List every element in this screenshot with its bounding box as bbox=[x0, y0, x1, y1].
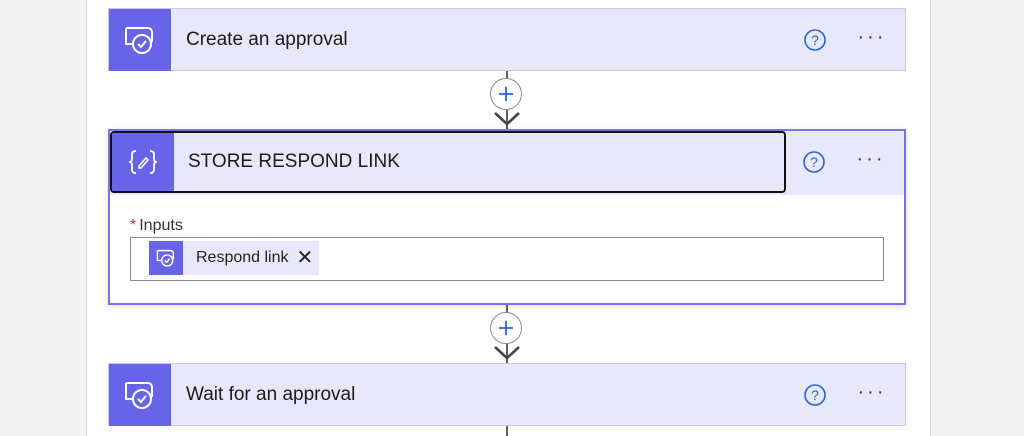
card-title-box[interactable]: STORE RESPOND LINK bbox=[110, 131, 786, 193]
token-label: Respond link bbox=[196, 249, 289, 266]
close-icon[interactable]: ✕ bbox=[296, 247, 314, 269]
variable-icon bbox=[112, 133, 174, 191]
card-title: Wait for an approval bbox=[186, 384, 356, 405]
svg-text:?: ? bbox=[810, 154, 818, 170]
card-header[interactable]: Create an approval ? ··· bbox=[109, 9, 905, 71]
more-options-icon[interactable]: ··· bbox=[857, 381, 887, 403]
help-icon[interactable]: ? bbox=[803, 383, 827, 407]
svg-text:?: ? bbox=[811, 32, 819, 48]
more-options-icon[interactable]: ··· bbox=[856, 148, 886, 170]
inputs-label: *Inputs bbox=[130, 217, 183, 234]
plus-icon bbox=[499, 87, 513, 101]
action-card-create-approval[interactable]: Create an approval ? ··· bbox=[108, 8, 906, 71]
help-icon[interactable]: ? bbox=[802, 150, 826, 174]
dynamic-content-token[interactable]: Respond link ✕ bbox=[149, 241, 320, 275]
inputs-field[interactable]: Respond link ✕ bbox=[130, 237, 884, 281]
action-card-store-respond-link[interactable]: STORE RESPOND LINK ? ··· *Inputs Respond… bbox=[108, 129, 906, 305]
add-step-button[interactable] bbox=[490, 78, 522, 110]
card-title[interactable]: STORE RESPOND LINK bbox=[188, 151, 400, 172]
approval-icon bbox=[109, 364, 171, 426]
required-marker: * bbox=[130, 217, 137, 234]
plus-icon bbox=[499, 321, 513, 335]
action-card-wait-for-approval[interactable]: Wait for an approval ? ··· bbox=[108, 363, 906, 426]
arrow-down-icon bbox=[494, 112, 520, 126]
add-step-button[interactable] bbox=[490, 312, 522, 344]
approval-icon bbox=[109, 9, 171, 71]
card-header[interactable]: Wait for an approval ? ··· bbox=[109, 364, 905, 426]
svg-text:?: ? bbox=[811, 387, 819, 403]
card-title: Create an approval bbox=[186, 29, 348, 50]
approval-icon bbox=[149, 241, 183, 275]
arrow-down-icon bbox=[494, 346, 520, 360]
help-icon[interactable]: ? bbox=[803, 28, 827, 52]
connector-line bbox=[506, 426, 508, 436]
more-options-icon[interactable]: ··· bbox=[857, 26, 887, 48]
